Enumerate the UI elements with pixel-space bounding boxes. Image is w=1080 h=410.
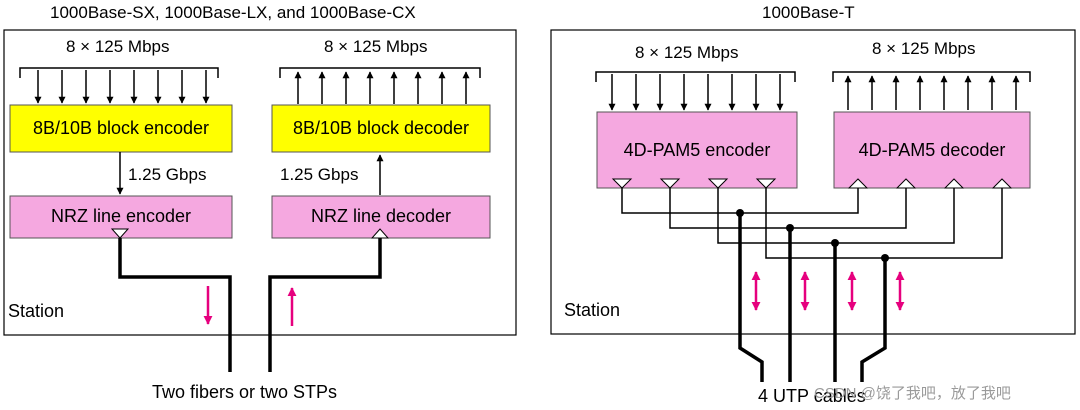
decoder-pair-wires	[740, 188, 1003, 259]
watermark: CSDN @饶了我吧，放了我吧	[814, 385, 1011, 402]
serial-tx-rate: 1.25 Gbps	[128, 165, 207, 184]
serial-rx-rate: 1.25 Gbps	[280, 165, 359, 184]
nrz-encoder-label: NRZ line encoder	[50, 206, 192, 226]
block-decoder-label: 8B/10B block decoder	[292, 118, 470, 138]
block-decoder	[271, 104, 491, 153]
decoder-ports	[847, 178, 1013, 189]
left-output-bus	[279, 67, 481, 104]
pam5-decoder-label: 4D-PAM5 decoder	[858, 140, 1006, 160]
encoder-ports	[611, 178, 777, 189]
right-output-bus	[832, 71, 1031, 110]
nrz-encoder-port	[110, 228, 130, 239]
pam5-encoder	[596, 111, 798, 189]
encoder-pair-wires	[621, 188, 885, 259]
left-output-rate: 8 × 125 Mbps	[324, 37, 428, 56]
utp-cables	[738, 213, 887, 382]
block-encoder-label: 8B/10B block encoder	[32, 118, 210, 138]
left-media-label: Two fibers or two STPs	[152, 382, 338, 402]
bidirectional-arrows	[751, 271, 905, 311]
left-station-label: Station	[8, 301, 65, 321]
block-encoder	[9, 104, 233, 153]
right-station-label: Station	[564, 300, 621, 320]
left-input-rate: 8 × 125 Mbps	[66, 37, 170, 56]
fiber-rx	[268, 238, 382, 372]
left-station-box	[3, 29, 517, 336]
left-input-bus	[19, 67, 219, 104]
left-heading: 1000Base-SX, 1000Base-LX, and 1000Base-C…	[50, 3, 416, 22]
pam5-decoder	[833, 111, 1031, 189]
right-input-bus	[595, 71, 796, 111]
right-heading: 1000Base-T	[762, 3, 855, 22]
junction-dots	[736, 209, 889, 262]
fiber-tx	[118, 238, 232, 372]
right-media-label: 4 UTP cables	[758, 386, 866, 406]
nrz-decoder-label: NRZ line decoder	[310, 206, 452, 226]
right-input-rate: 8 × 125 Mbps	[635, 43, 739, 62]
right-station-box	[550, 29, 1076, 335]
pam5-encoder-label: 4D-PAM5 encoder	[623, 140, 771, 160]
right-output-rate: 8 × 125 Mbps	[872, 39, 976, 58]
